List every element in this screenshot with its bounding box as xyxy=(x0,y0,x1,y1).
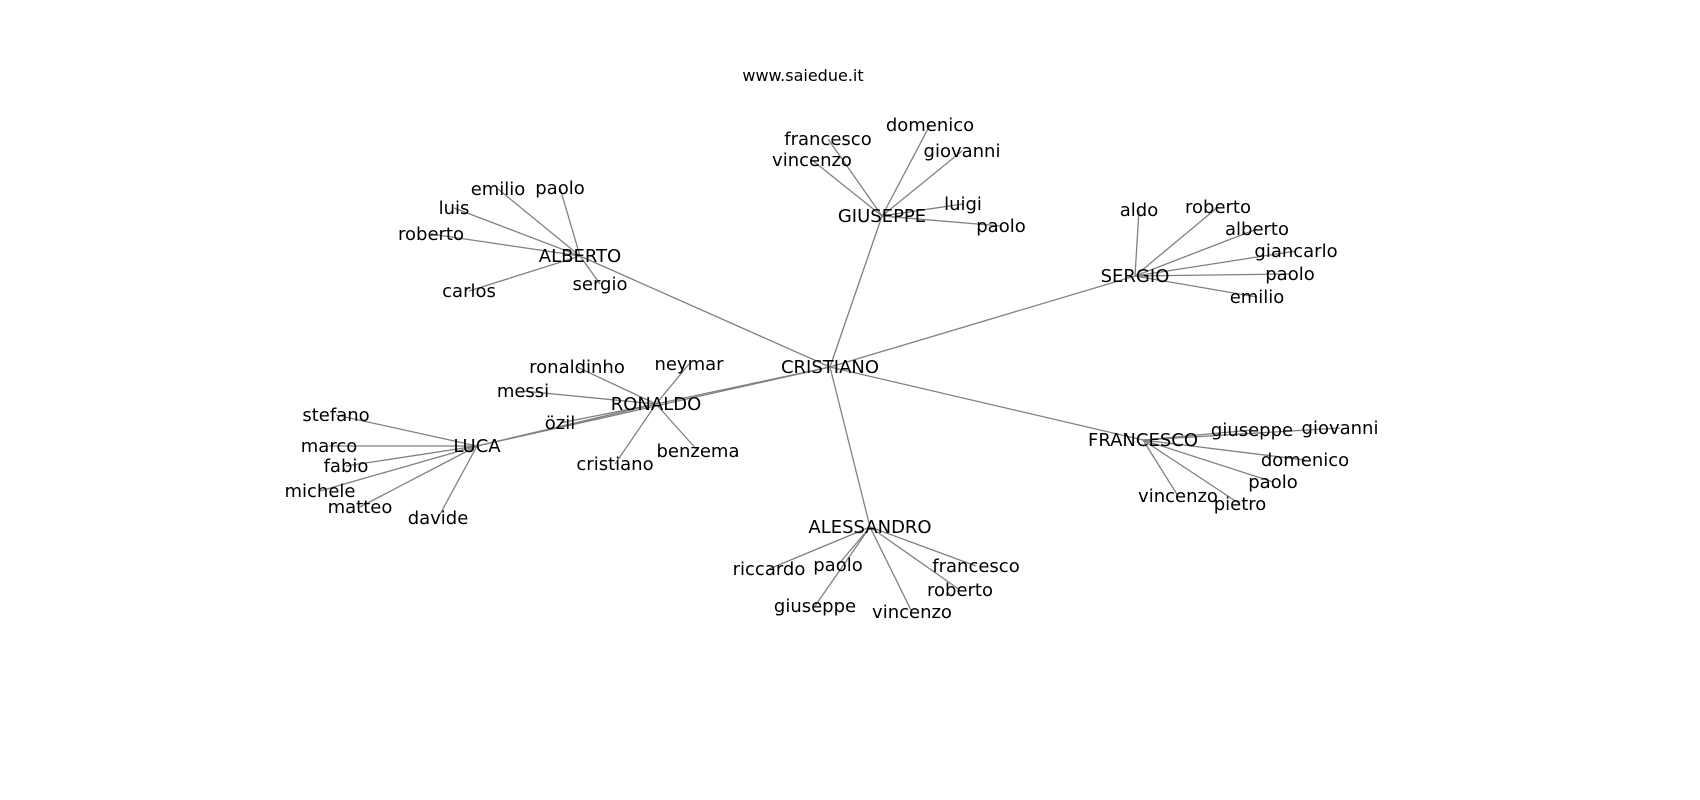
edge xyxy=(1134,250,1297,277)
node-label: carlos xyxy=(442,281,496,302)
edge xyxy=(869,526,913,613)
edge xyxy=(1142,439,1274,483)
edge xyxy=(468,255,581,292)
node-label: luis xyxy=(439,198,470,219)
node-label: michele xyxy=(285,481,356,502)
node-label: giovanni xyxy=(1302,418,1379,439)
node-label: roberto xyxy=(927,580,993,601)
edge xyxy=(614,403,657,465)
node-label: paolo xyxy=(976,216,1025,237)
edge xyxy=(655,363,690,405)
node-label: paolo xyxy=(1248,472,1297,493)
node-label: RONALDO xyxy=(611,394,702,415)
node-label: benzema xyxy=(657,441,740,462)
edge xyxy=(837,526,871,566)
node-label: giovanni xyxy=(924,141,1001,162)
edge xyxy=(1134,228,1258,277)
edge xyxy=(811,159,883,217)
node-label: paolo xyxy=(813,555,862,576)
edge xyxy=(881,203,964,217)
edge xyxy=(345,445,478,467)
edge xyxy=(1134,273,1291,277)
node-label: matteo xyxy=(328,497,393,518)
node-label: emilio xyxy=(471,179,526,200)
node-label: LUCA xyxy=(453,436,501,457)
node-label: alberto xyxy=(1225,219,1289,240)
node-label: roberto xyxy=(398,224,464,245)
node-label: giuseppe xyxy=(774,596,856,617)
node-label: davide xyxy=(408,508,469,529)
node-label: CRISTIANO xyxy=(781,357,879,378)
edge xyxy=(1134,209,1140,277)
node-label: giancarlo xyxy=(1254,241,1337,262)
edge xyxy=(881,150,963,217)
node-label: vincenzo xyxy=(872,602,952,623)
edge xyxy=(1134,206,1219,277)
edges xyxy=(319,124,1341,613)
node-label: domenico xyxy=(886,115,974,136)
node-label: pietro xyxy=(1214,494,1267,515)
node-label: ronaldinho xyxy=(529,357,625,378)
edge xyxy=(1134,275,1258,298)
node-label: francesco xyxy=(784,129,871,150)
edge xyxy=(476,403,657,447)
edge xyxy=(1142,439,1306,461)
edge xyxy=(559,187,581,257)
node-label: emilio xyxy=(1230,287,1285,308)
edge xyxy=(579,255,601,285)
node-label: ALBERTO xyxy=(539,246,621,267)
edge xyxy=(437,445,478,519)
node-label: neymar xyxy=(654,354,724,375)
node-label: FRANCESCO xyxy=(1088,430,1198,451)
edge xyxy=(869,526,977,567)
node-label: fabio xyxy=(324,456,369,477)
edge xyxy=(829,215,883,368)
node-label: cristiano xyxy=(576,454,653,475)
edge xyxy=(881,215,1002,227)
graph-title: www.saiedue.it xyxy=(742,66,863,85)
edge xyxy=(579,255,831,368)
node-label: messi xyxy=(497,381,549,402)
node-label: GIUSEPPE xyxy=(838,206,926,227)
edge xyxy=(335,414,478,447)
edge xyxy=(497,188,581,257)
node-label: ALESSANDRO xyxy=(808,517,931,538)
node-label: domenico xyxy=(1261,450,1349,471)
node-label: giuseppe xyxy=(1211,420,1293,441)
edge xyxy=(522,390,657,405)
edge xyxy=(827,138,883,217)
edge xyxy=(829,366,871,528)
edge xyxy=(576,366,657,405)
edge xyxy=(1142,439,1241,505)
edge xyxy=(768,526,871,570)
node-label: marco xyxy=(301,436,357,457)
node-label: paolo xyxy=(535,178,584,199)
edge xyxy=(829,366,1144,441)
node-label: vincenzo xyxy=(772,150,852,171)
edge xyxy=(430,233,581,257)
node-label: roberto xyxy=(1185,197,1251,218)
edge xyxy=(655,403,699,452)
node-label: vincenzo xyxy=(1138,486,1218,507)
edge xyxy=(453,207,581,257)
node-label: sergio xyxy=(573,274,628,295)
node-label: SERGIO xyxy=(1101,266,1170,287)
edge xyxy=(359,445,478,508)
node-label: stefano xyxy=(302,405,369,426)
edge xyxy=(319,445,478,492)
node-label: riccardo xyxy=(733,559,806,580)
edge xyxy=(869,526,961,591)
node-label: aldo xyxy=(1120,200,1158,221)
node-label: paolo xyxy=(1265,264,1314,285)
edge xyxy=(1142,427,1341,441)
node-label: özil xyxy=(545,413,575,434)
edge xyxy=(814,526,871,607)
edge xyxy=(1142,439,1179,497)
node-label: francesco xyxy=(932,556,1019,577)
edge xyxy=(829,275,1136,368)
edge xyxy=(881,124,931,217)
node-label: luigi xyxy=(944,194,982,215)
